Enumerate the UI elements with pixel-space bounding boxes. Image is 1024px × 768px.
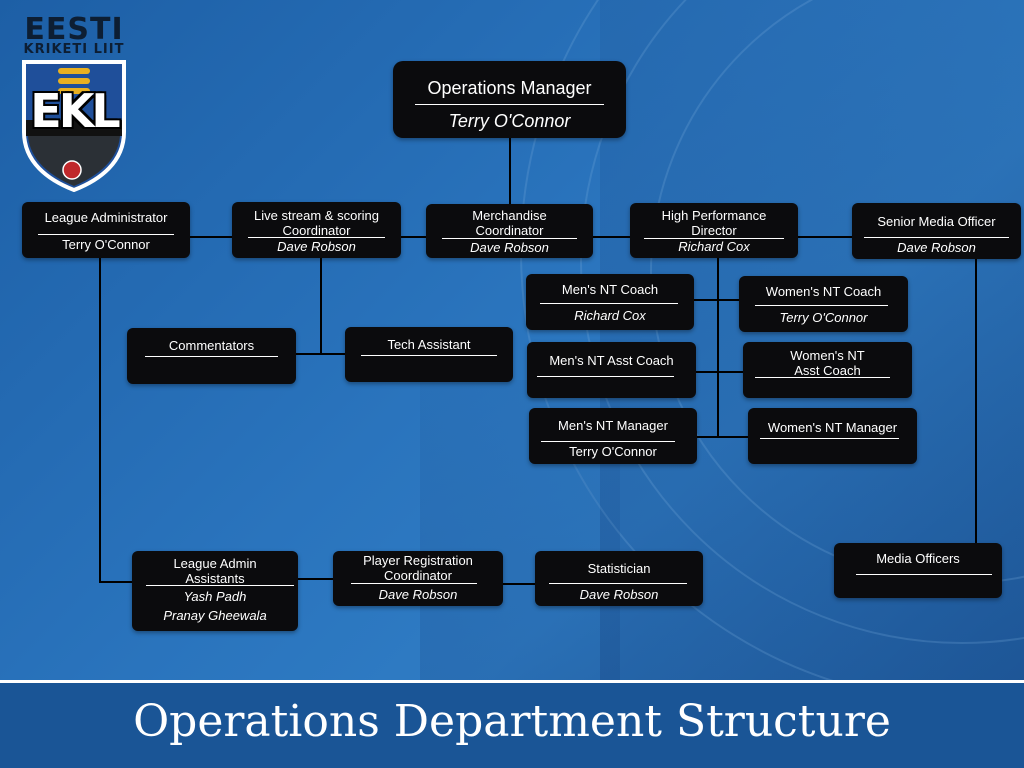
box-title: Men's NT Manager: [558, 418, 668, 433]
livestream-coordinator-box[interactable]: Live stream & scoring Coordinator Dave R…: [232, 202, 401, 258]
eesti-kriketi-liit-logo: EESTI KRIKETI LIIT EKL: [18, 12, 130, 192]
commentators-box[interactable]: Commentators: [127, 328, 296, 384]
womens-nt-asst-coach-box[interactable]: Women's NT Asst Coach: [743, 342, 912, 398]
box-title: Media Officers: [876, 551, 960, 566]
league-admin-assistants-box[interactable]: League Admin Assistants Yash Padh Pranay…: [132, 551, 298, 631]
senior-media-officer-box[interactable]: Senior Media Officer Dave Robson: [852, 203, 1021, 259]
mens-nt-manager-box[interactable]: Men's NT Manager Terry O'Connor: [529, 408, 697, 464]
womens-nt-manager-box[interactable]: Women's NT Manager: [748, 408, 917, 464]
merchandise-coordinator-box[interactable]: Merchandise Coordinator Dave Robson: [426, 204, 593, 258]
footer-band: [0, 680, 1024, 768]
box-name: Terry O'Connor: [448, 111, 571, 131]
shield-icon: [22, 60, 126, 192]
box-title: League Admin Assistants: [173, 556, 257, 586]
statistician-box[interactable]: Statistician Dave Robson: [535, 551, 703, 606]
mens-nt-coach-box[interactable]: Men's NT Coach Richard Cox: [526, 274, 694, 330]
box-divider: [537, 376, 674, 377]
box-divider: [644, 238, 784, 239]
box-divider: [146, 585, 294, 586]
player-registration-coordinator-box[interactable]: Player Registration Coordinator Dave Rob…: [333, 551, 503, 606]
box-name-2: Pranay Gheewala: [163, 608, 267, 623]
box-title: Men's NT Asst Coach: [549, 353, 674, 368]
footer-divider: [0, 680, 1024, 683]
high-performance-director-box[interactable]: High Performance Director Richard Cox: [630, 203, 798, 258]
mens-nt-asst-coach-box[interactable]: Men's NT Asst Coach: [527, 342, 696, 398]
box-name: Dave Robson: [277, 239, 356, 254]
box-title: Tech Assistant: [387, 337, 471, 352]
womens-nt-coach-box[interactable]: Women's NT Coach Terry O'Connor: [739, 276, 908, 332]
media-officers-box[interactable]: Media Officers: [834, 543, 1002, 598]
box-title: High Performance Director: [661, 208, 767, 238]
box-divider: [351, 583, 477, 584]
logo-line1: EESTI: [24, 12, 124, 47]
box-divider: [549, 583, 687, 584]
page-title: Operations Department Structure: [133, 696, 891, 747]
box-divider: [540, 303, 678, 304]
connector-admin-assistants: [99, 258, 132, 583]
box-name: Richard Cox: [574, 308, 646, 323]
box-divider: [38, 234, 174, 235]
box-divider: [856, 574, 992, 575]
box-title: Live stream & scoring Coordinator: [254, 208, 379, 238]
box-title: Merchandise Coordinator: [472, 208, 547, 238]
box-title: Operations Manager: [427, 78, 592, 98]
box-divider: [755, 305, 888, 306]
box-title: Player Registration Coordinator: [363, 553, 473, 583]
box-name: Dave Robson: [897, 240, 976, 255]
box-title: Women's NT Manager: [767, 420, 898, 435]
league-administrator-box[interactable]: League Administrator Terry O'Connor: [22, 202, 190, 258]
box-name: Richard Cox: [678, 239, 750, 254]
box-name: Dave Robson: [378, 587, 458, 602]
box-divider: [145, 356, 278, 357]
box-name: Terry O'Connor: [62, 237, 150, 252]
box-title: Statistician: [587, 561, 651, 576]
box-name: Dave Robson: [470, 240, 549, 255]
box-title: Commentators: [168, 338, 255, 353]
logo-line2: KRIKETI LIIT: [23, 42, 125, 57]
box-divider: [541, 441, 675, 442]
box-divider: [361, 355, 497, 356]
box-divider: [755, 377, 890, 378]
box-divider: [442, 238, 577, 239]
box-name-1: Yash Padh: [183, 589, 247, 604]
box-divider: [864, 237, 1009, 238]
box-title: Women's NT Coach: [765, 284, 882, 299]
box-title: Women's NT Asst Coach: [790, 348, 865, 378]
logo-monogram: EKL: [30, 84, 120, 138]
box-title: Senior Media Officer: [877, 214, 996, 229]
box-title: League Administrator: [44, 210, 168, 225]
box-name: Dave Robson: [579, 587, 659, 602]
tech-assistant-box[interactable]: Tech Assistant: [345, 327, 513, 382]
box-name: Terry O'Connor: [779, 310, 868, 325]
box-divider: [415, 104, 604, 105]
box-title: Men's NT Coach: [561, 282, 659, 297]
box-name: Terry O'Connor: [569, 444, 657, 459]
box-divider: [760, 438, 899, 439]
box-divider: [248, 237, 385, 238]
operations-manager-box[interactable]: Operations Manager Terry O'Connor: [393, 61, 626, 138]
